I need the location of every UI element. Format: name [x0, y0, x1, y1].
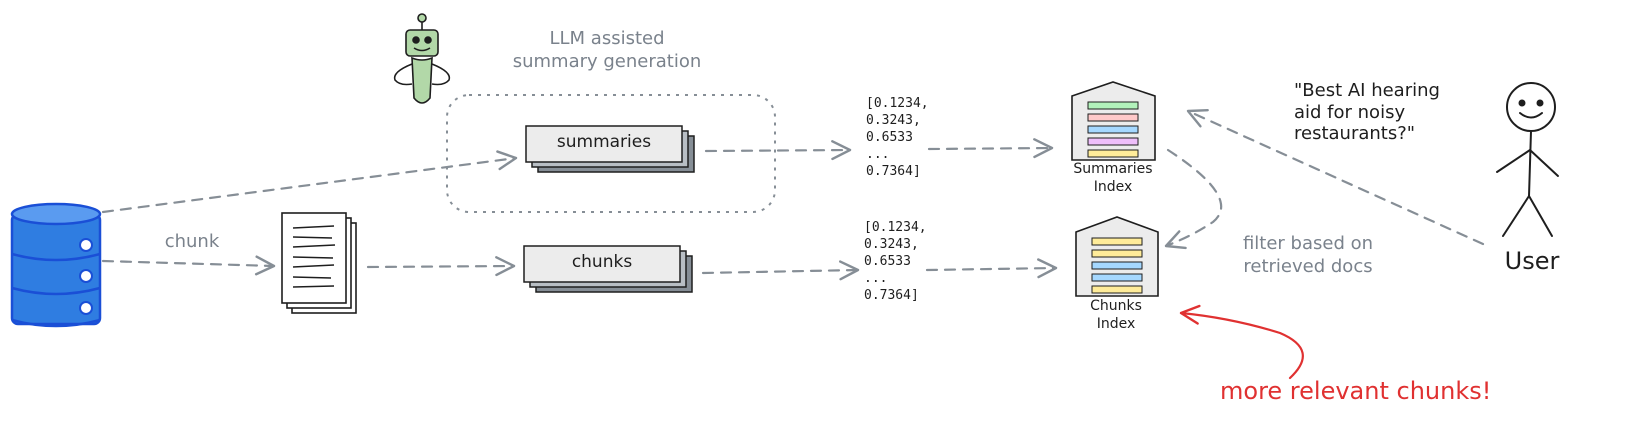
- arrow-chunks-to-vector: [701, 260, 860, 281]
- user-label: User: [1504, 247, 1560, 275]
- summaries-box: [525, 125, 695, 173]
- arrow-user-to-summaries-index: [1186, 109, 1485, 246]
- llm-container: [446, 94, 776, 213]
- arrow-vector-to-chunks-index: [925, 258, 1058, 279]
- arrow-docs-to-chunks: [366, 256, 516, 277]
- summaries-box-label: summaries: [556, 132, 652, 152]
- arrow-db-to-summaries: [101, 150, 518, 214]
- user-stick-figure-icon: [1496, 82, 1559, 237]
- chunks-index-icon: [1075, 216, 1159, 297]
- chunks-box-label: chunks: [571, 252, 633, 272]
- highlight-note: more relevant chunks!: [1220, 377, 1492, 405]
- summaries-index-icon: [1071, 81, 1156, 161]
- summaries-index-label: Summaries Index: [1073, 161, 1153, 195]
- chunk-edge-label: chunk: [164, 231, 220, 252]
- arrow-filter: [1164, 148, 1223, 250]
- robot-icon: [393, 13, 451, 104]
- arrow-vector-to-summaries-index: [927, 138, 1054, 159]
- llm-assisted-note: LLM assisted summary generation: [512, 28, 702, 72]
- document-stack-icon: [281, 212, 357, 314]
- arrow-highlight: [1179, 304, 1304, 380]
- chunks-index-label: Chunks Index: [1090, 298, 1142, 332]
- arrow-db-to-docs: [101, 255, 276, 276]
- filter-note: filter based on retrieved docs: [1242, 233, 1374, 277]
- chunk-vector: [0.1234, 0.3243, 0.6533 ... 0.7364]: [864, 220, 927, 303]
- user-query: "Best AI hearing aid for noisy restauran…: [1294, 80, 1440, 145]
- chunks-box: [523, 245, 693, 293]
- arrow-summaries-to-vector: [704, 140, 852, 161]
- database-icon: [10, 202, 102, 328]
- summary-vector: [0.1234, 0.3243, 0.6533 ... 0.7364]: [866, 96, 929, 179]
